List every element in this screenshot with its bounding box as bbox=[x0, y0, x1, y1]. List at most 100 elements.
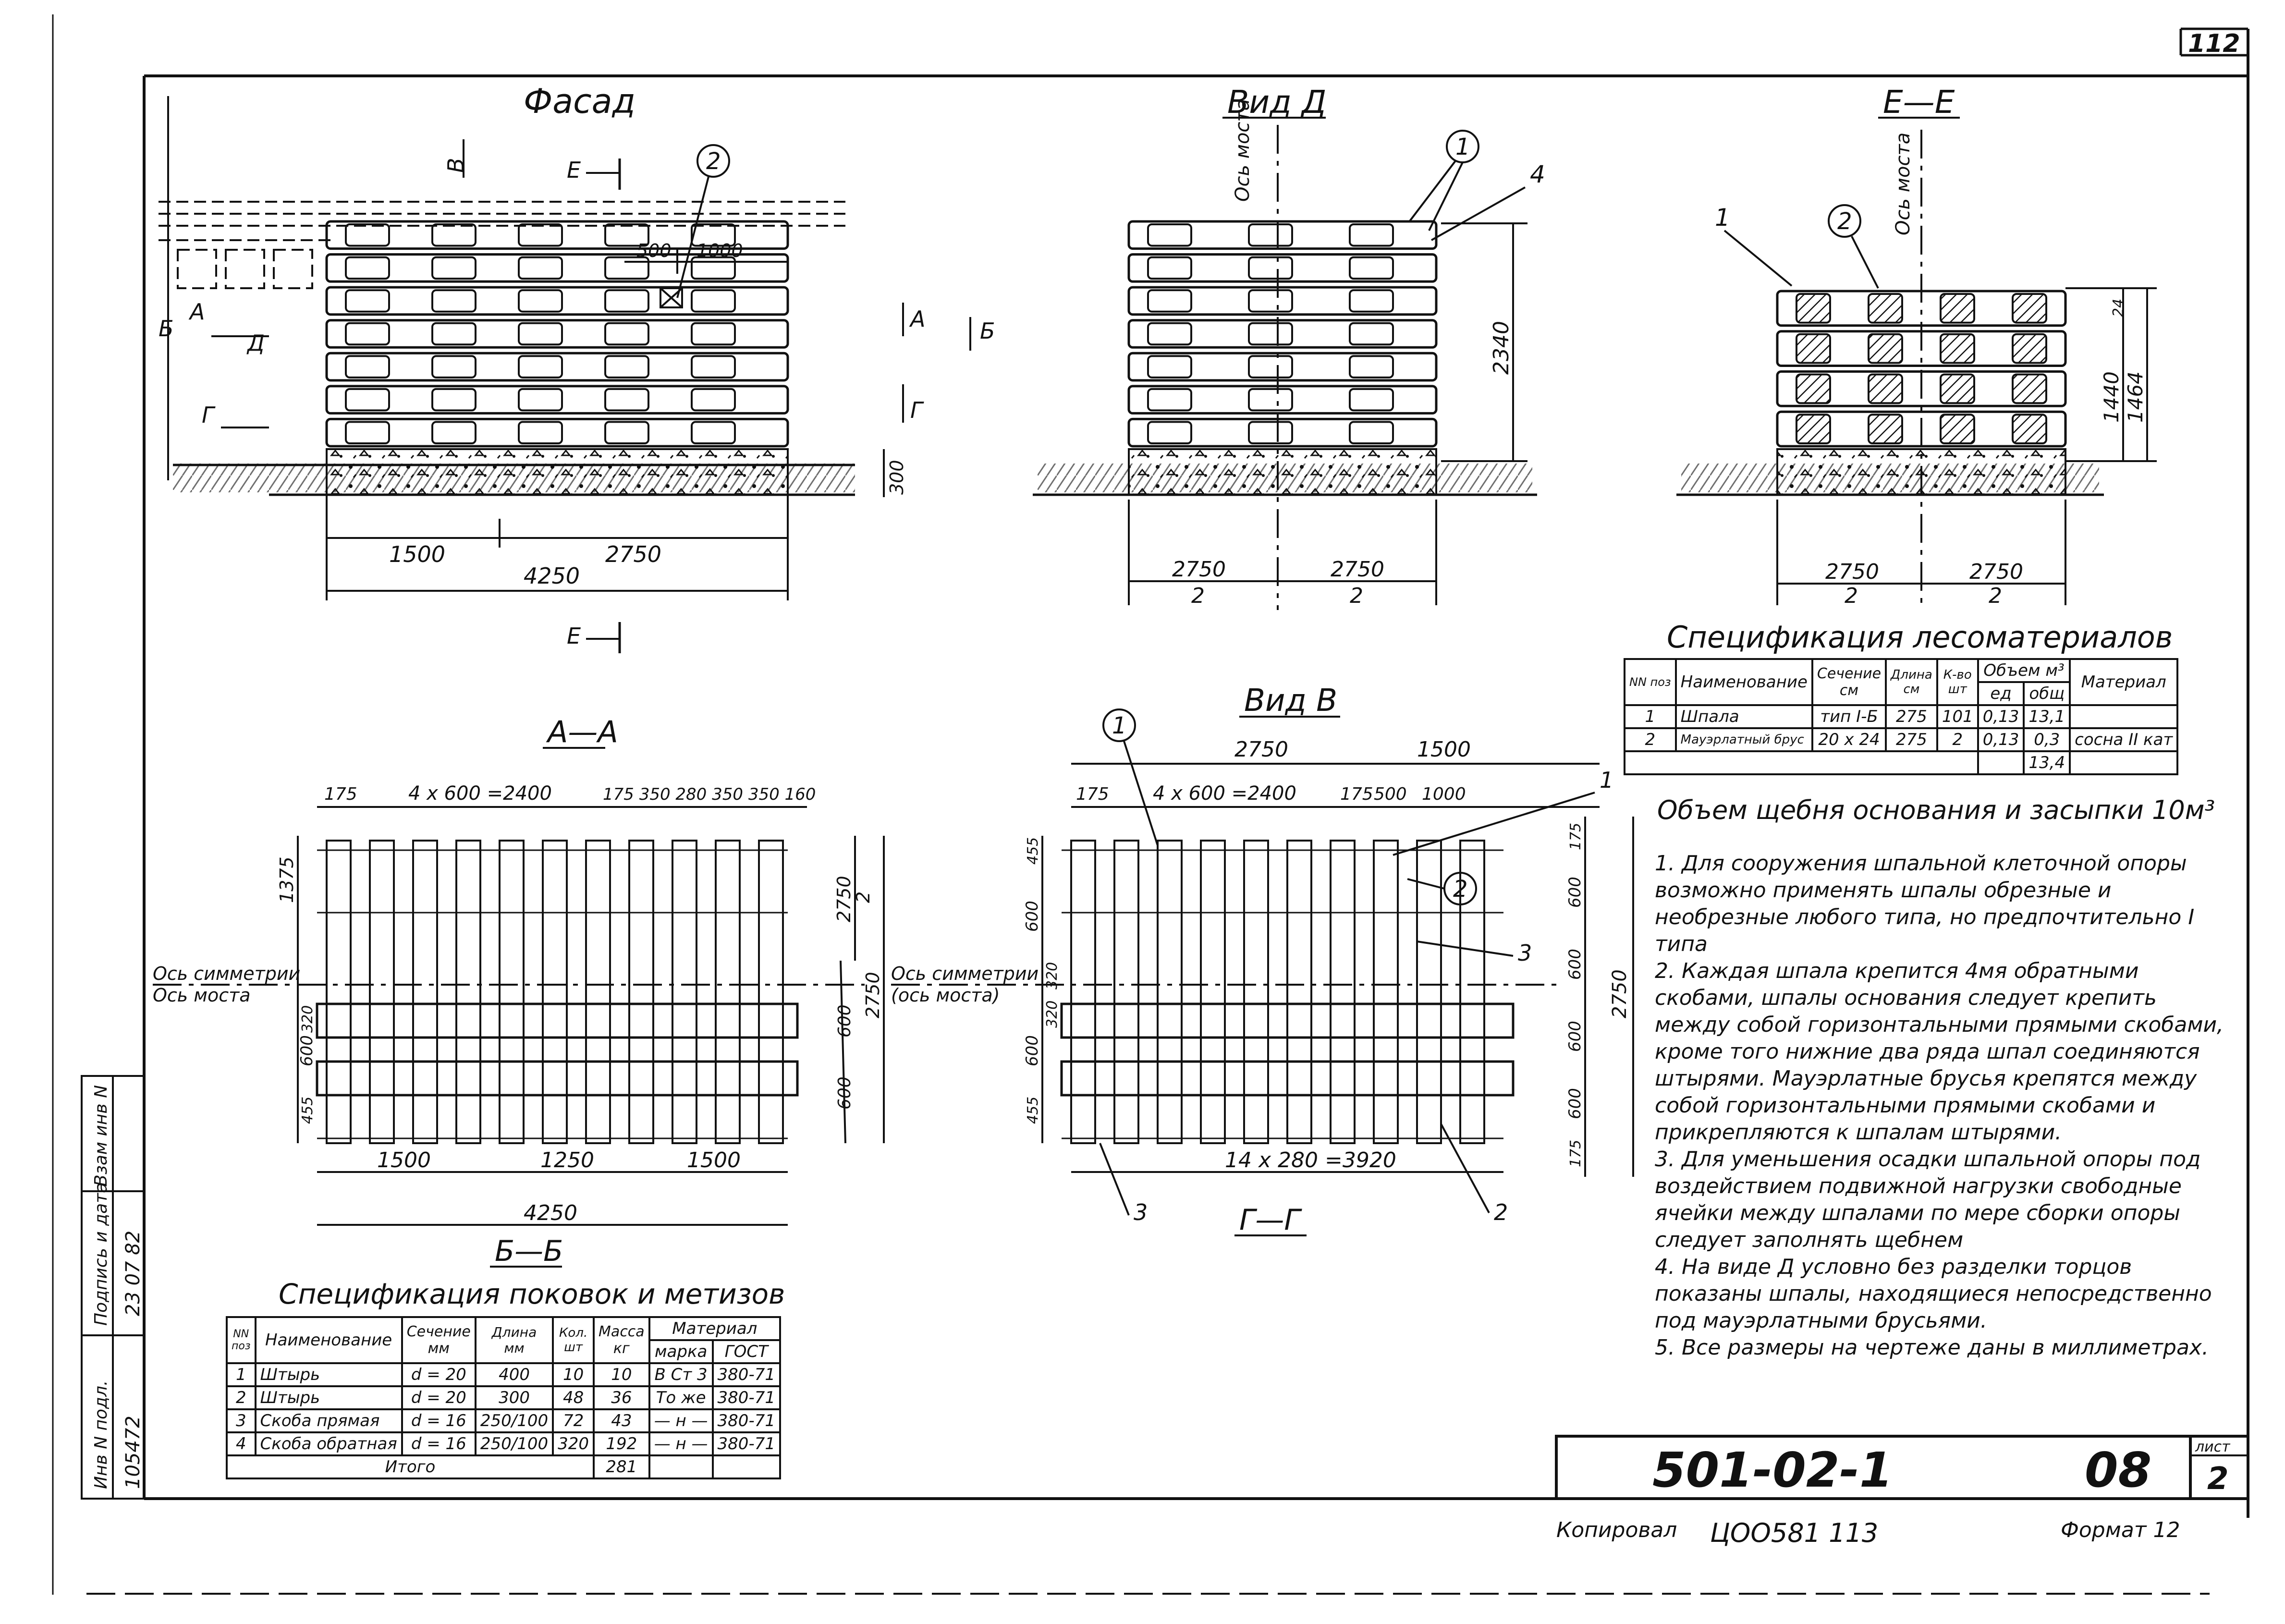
section-aa-dim-2750-2: 2750 bbox=[833, 876, 855, 922]
view-v: Вид В 1 2750 1500 175 4 x 600 =2400 175 … bbox=[490, 683, 1634, 1268]
sleeper-end bbox=[604, 223, 649, 247]
plan-sleeper bbox=[412, 840, 438, 1144]
view-v-dim-r600b: 600 bbox=[1565, 949, 1585, 980]
sleeper-end bbox=[1868, 293, 1903, 324]
sleeper bbox=[325, 286, 789, 316]
view-v-dim-500: 500 bbox=[1374, 784, 1407, 804]
spec-wood-h-nn: NN поз bbox=[1624, 658, 1677, 706]
sleeper-end bbox=[1868, 414, 1903, 444]
section-ee-dim-1464: 1464 bbox=[2124, 371, 2147, 423]
cell: 0,3 bbox=[2023, 727, 2071, 752]
spec-metal-h-length: Длина мм bbox=[474, 1316, 554, 1364]
plan-sleeper bbox=[1330, 840, 1356, 1144]
cell: d = 20 bbox=[401, 1385, 477, 1410]
plan-sleeper bbox=[1200, 840, 1226, 1144]
sleeper-end bbox=[604, 322, 649, 346]
list-label: лист bbox=[2195, 1439, 2231, 1455]
cell: — н — bbox=[648, 1431, 714, 1456]
cell: 250/100 bbox=[474, 1431, 554, 1456]
view-d-title: Вид Д bbox=[1227, 84, 1326, 121]
cell: 48 bbox=[552, 1385, 595, 1410]
sleeper-end bbox=[345, 388, 390, 412]
spec-metal-h-grade: марка bbox=[648, 1339, 714, 1364]
spec-wood-h-unit: ед bbox=[1977, 681, 2025, 706]
sleeper-end bbox=[1940, 373, 1975, 404]
section-ee-axis: Ось моста bbox=[1892, 133, 1914, 235]
view-v-dim-455: 455 bbox=[1025, 837, 1041, 865]
cell: 380-71 bbox=[711, 1385, 781, 1410]
view-v-dim-r600d: 600 bbox=[1565, 1088, 1585, 1119]
view-v-callout-2: 2 bbox=[1453, 876, 1468, 903]
facade-dim-500: 500 bbox=[636, 240, 672, 261]
view-v-axis-bridge: (ось моста) bbox=[891, 985, 1000, 1006]
sleeper-end bbox=[604, 256, 649, 280]
sleeper-end bbox=[1248, 289, 1293, 313]
list-number: 2 bbox=[2207, 1461, 2229, 1497]
section-aa-title: А—А bbox=[546, 714, 618, 749]
section-ee: Е—Е Ось моста 1440 1464 24 2750 2 2750 2… bbox=[1676, 84, 2157, 608]
table-row: 3 Скоба прямая d = 16 250/100 72 43 — н … bbox=[226, 1408, 781, 1433]
sleeper bbox=[325, 417, 789, 448]
view-d-callout-1: 1 bbox=[1455, 134, 1470, 160]
stamp-sign-value: 23 07 82 bbox=[122, 1231, 144, 1316]
sleeper-end bbox=[1147, 223, 1192, 247]
cell: Шпала bbox=[1674, 704, 1813, 729]
section-aa-dim-1250: 1250 bbox=[540, 1148, 594, 1172]
cell: 192 bbox=[593, 1431, 650, 1456]
spec-metal-total: 281 bbox=[593, 1454, 650, 1479]
spec-wood-h-qty: К-во шт bbox=[1936, 658, 1979, 706]
spec-metal-table: NN поз Наименование Сечение мм Длина мм … bbox=[225, 1316, 781, 1479]
view-v-axis-symmetry: Ось симметрии bbox=[891, 963, 1039, 984]
stamp-inv-label: Инв N подл. bbox=[91, 1380, 111, 1489]
sleeper bbox=[1127, 253, 1438, 283]
sleeper bbox=[325, 319, 789, 349]
facade-cut-d-left: Д bbox=[246, 330, 265, 356]
cell: 250/100 bbox=[474, 1408, 554, 1433]
facade-view: Фасад 1500 2750 bbox=[159, 82, 995, 653]
section-aa-dim-4x600: 4 x 600 =2400 bbox=[408, 782, 552, 805]
sleeper-end bbox=[1147, 289, 1192, 313]
spec-wood-h-material: Материал bbox=[2069, 658, 2179, 706]
facade-cut-g-left: Г bbox=[202, 402, 216, 428]
plan-beam bbox=[1060, 1060, 1515, 1097]
sleeper bbox=[1127, 385, 1438, 415]
sleeper-end bbox=[691, 355, 736, 379]
sleeper-end bbox=[1796, 293, 1831, 324]
cell: 300 bbox=[474, 1385, 554, 1410]
cell: То же bbox=[648, 1385, 714, 1410]
spec-metal-h-mass: Масса кг bbox=[593, 1316, 650, 1364]
section-aa-dim-600-r2: 600 bbox=[835, 1076, 855, 1110]
facade-callout-2: 2 bbox=[706, 148, 721, 175]
plan-sleeper bbox=[455, 840, 481, 1144]
sleeper-end bbox=[691, 421, 736, 445]
plan-sleeper bbox=[1286, 840, 1312, 1144]
format-label: Формат 12 bbox=[2061, 1518, 2180, 1542]
cell: тип I-Б bbox=[1811, 704, 1887, 729]
sleeper-end bbox=[1147, 421, 1192, 445]
facade-dim-2750: 2750 bbox=[605, 541, 661, 567]
cell bbox=[2069, 704, 2179, 729]
plan-beam bbox=[1060, 1002, 1515, 1039]
cell: 400 bbox=[474, 1362, 554, 1387]
sleeper bbox=[325, 253, 789, 283]
spec-wood-h-section: Сечение см bbox=[1811, 658, 1887, 706]
note-3: 3. Для уменьшения осадки шпальной опоры … bbox=[1655, 1147, 2201, 1252]
cell: 0,13 bbox=[1977, 704, 2025, 729]
spec-metal-total-label: Итого bbox=[225, 1454, 595, 1479]
cell: 3 bbox=[226, 1408, 257, 1433]
side-stamp bbox=[81, 1075, 145, 1500]
cell: 380-71 bbox=[711, 1362, 781, 1387]
sleeper-end bbox=[1248, 322, 1293, 346]
spec-wood-h-length: Длина см bbox=[1885, 658, 1938, 706]
volume-note: Объем щебня основания и засыпки 10м³ bbox=[1657, 795, 2215, 825]
section-gg-title: Г—Г bbox=[1239, 1203, 1302, 1237]
sleeper-end bbox=[1349, 421, 1394, 445]
sleeper-end bbox=[431, 322, 477, 346]
spec-metal-h-material: Материал bbox=[648, 1316, 781, 1341]
spec-wood-h-name: Наименование bbox=[1674, 658, 1813, 706]
plan-sleeper bbox=[1373, 840, 1399, 1144]
cell: 43 bbox=[593, 1408, 650, 1433]
cell: 2 bbox=[1624, 727, 1677, 752]
section-aa-plan bbox=[316, 840, 799, 1144]
view-v-callout-3b: 3 bbox=[1134, 1199, 1148, 1225]
